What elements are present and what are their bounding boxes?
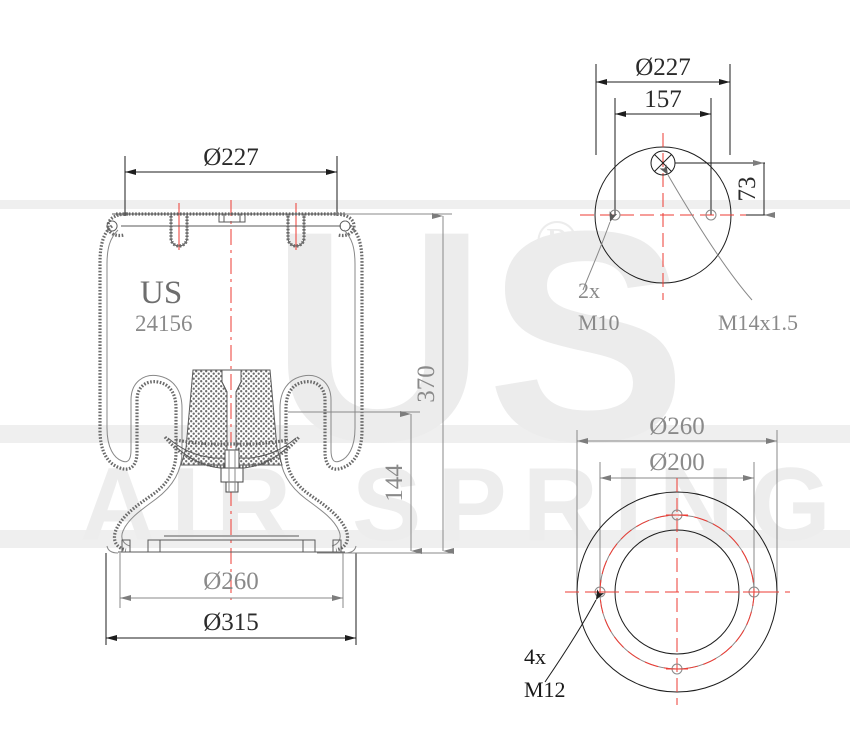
watermark-airspring-text: AIR SPRING [80,447,847,563]
dim-label-total-height: 370 [413,365,440,403]
dim-label-overall-diameter: Ø315 [203,609,259,636]
top-plate-assembly [106,212,356,248]
bolt-hole-right [705,209,717,221]
note-bolts-thread-m10: M10 [578,310,620,335]
bottom-flange-view: Ø260 Ø200 [524,413,790,705]
bottom-mounting-plate [106,535,357,554]
main-section-view: Ø227 [98,144,454,645]
note-air-port-thread: M14x1.5 [718,310,798,335]
bellows-outer-wall [98,224,364,552]
dim-label-plate-outer-diameter: Ø227 [635,54,691,81]
piston-plate-assembly [163,435,301,493]
note-bolts-qty-m10: 2x [578,278,600,303]
note-bolts-qty-m12: 4x [524,644,546,669]
dimension-plate-outer-diameter: Ø227 [595,54,731,155]
watermark-band-low [0,530,850,548]
dim-label-top-diameter: Ø227 [203,144,259,171]
brand-logo-text: US [140,275,182,311]
watermark-us-text: US [270,168,687,504]
dimension-lower-height: 144 [288,411,422,554]
dimension-overall-diameter: Ø315 [105,553,357,645]
leader-air-port-m14: M14x1.5 [659,164,798,335]
dimension-piston-diameter: Ø260 [119,553,344,608]
part-number-text: 24156 [135,311,193,336]
dimension-top-diameter: Ø227 [124,144,338,216]
dim-label-port-offset: 73 [734,177,761,202]
leader-bolts-m10: 2x M10 [578,211,620,335]
leader-bolts-m12: 4x M12 [524,589,605,702]
dim-label-bolt-circle-diameter: Ø200 [649,449,705,476]
top-plate-view: Ø227 157 [578,54,798,335]
dimension-port-offset: 73 [734,160,775,218]
dimension-flange-outer-diameter: Ø260 [576,413,778,595]
dim-label-lower-height: 144 [381,464,408,502]
watermark-registered-icon: ® [535,208,579,273]
dim-label-bolt-spacing: 157 [644,86,682,113]
dimension-total-height: 370 [337,213,454,554]
dim-label-flange-outer-diameter: Ø260 [649,413,705,440]
dimension-bolt-spacing: 157 [614,86,712,215]
watermark-band-top [0,200,850,209]
dim-label-piston-diameter: Ø260 [203,568,259,595]
note-bolts-thread-m12: M12 [524,677,566,702]
